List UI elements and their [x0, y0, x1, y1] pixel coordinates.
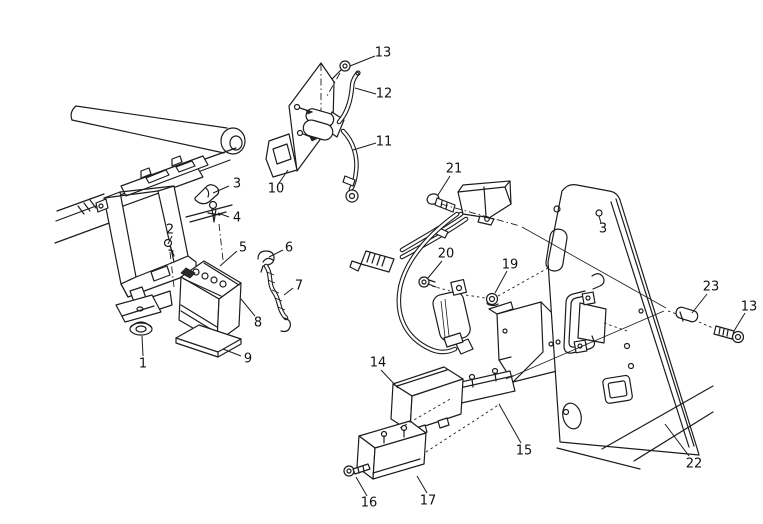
part-label-11-10: 11: [352, 135, 393, 151]
part-label-4-3: 4: [217, 211, 241, 226]
part-label-5-4: 5: [219, 241, 247, 267]
part-number: 14: [370, 356, 387, 371]
part-label-3-2: 3: [212, 177, 241, 194]
part-number: 13: [741, 300, 758, 315]
part-label-14-13: 14: [370, 356, 399, 389]
part-label-10-9: 10: [268, 169, 289, 197]
leader-line: [219, 250, 238, 267]
bolt-part13-right: [713, 325, 745, 344]
hook-part6: [257, 250, 275, 273]
part-label-1-0: 1: [139, 335, 147, 372]
part-label-21-19: 21: [437, 162, 463, 196]
leader-line: [278, 169, 289, 184]
ignition-coil: [432, 278, 471, 348]
leader-line: [268, 249, 284, 258]
flange-nut-part19: [485, 292, 499, 307]
part-label-13-22: 13: [733, 300, 758, 332]
part-label-17-16: 17: [416, 475, 437, 509]
part-number: 3: [599, 222, 607, 237]
part-number: 16: [361, 496, 378, 511]
leader-line: [494, 270, 508, 294]
leader-line: [427, 260, 443, 279]
leader-line: [283, 287, 294, 296]
spacer-part23: [675, 306, 699, 323]
part-label-23-21: 23: [691, 280, 720, 314]
leader-line: [240, 298, 256, 317]
leader-line: [498, 403, 522, 444]
part-label-3-23: 3: [598, 215, 607, 237]
leader-line: [691, 293, 708, 314]
part-number: 19: [502, 258, 519, 273]
part-number: 4: [233, 211, 241, 226]
part-number: 20: [438, 247, 455, 262]
harness-connector: [349, 250, 395, 273]
part-label-6-5: 6: [268, 241, 293, 258]
leader-line: [380, 369, 399, 389]
battery-pad-part9: [175, 324, 242, 358]
part-number: 12: [376, 87, 393, 102]
part-number: 9: [244, 352, 252, 367]
leader-line: [598, 215, 602, 224]
leader-line: [167, 235, 173, 245]
part-label-15-14: 15: [498, 403, 533, 459]
leader-line: [141, 335, 144, 357]
part-label-12-11: 12: [354, 87, 393, 102]
chassis-frame: [54, 105, 246, 244]
wire-part12: [336, 70, 361, 125]
part-number: 2: [166, 223, 174, 238]
part-number: 11: [376, 135, 393, 150]
part-label-7-6: 7: [283, 279, 303, 296]
leader-line: [664, 423, 690, 457]
part-number: 1: [139, 357, 147, 372]
part-label-13-12: 13: [349, 46, 392, 67]
drain-grommet-part1: [129, 321, 153, 336]
leader-line: [354, 87, 377, 95]
leader-line: [416, 475, 428, 494]
part-number: 17: [420, 494, 437, 509]
part-number: 5: [239, 241, 247, 256]
battery-tray-bracket: [95, 185, 197, 323]
part-number: 8: [254, 316, 262, 331]
leader-line: [352, 142, 377, 151]
leader-line: [217, 212, 230, 218]
part-label-9-8: 9: [222, 348, 252, 367]
leader-line: [222, 348, 242, 357]
part-label-19-17: 19: [494, 258, 519, 294]
part-label-16-15: 16: [355, 476, 378, 511]
battery-strap-part7: [262, 257, 291, 333]
part-number: 10: [268, 182, 285, 197]
bolt-part20: [418, 276, 437, 288]
bolt-part16: [343, 463, 371, 477]
assembly-axis-lines: [169, 203, 714, 453]
part-label-8-7: 8: [240, 298, 262, 331]
leader-line: [733, 312, 746, 332]
part-number: 6: [285, 241, 293, 256]
part-number: 15: [516, 444, 533, 459]
part-number: 22: [686, 457, 703, 472]
part-number: 13: [375, 46, 392, 61]
wire-part11: [340, 128, 359, 203]
side-panel-part22: [545, 184, 714, 470]
leader-line: [437, 175, 451, 196]
vent-elbow-part3: [194, 184, 220, 205]
cdi-mount-bracket: [488, 301, 560, 383]
part-label-2-1: 2: [166, 223, 174, 245]
part-label-20-18: 20: [427, 247, 455, 279]
bolt-part21: [426, 193, 456, 213]
leader-line: [349, 55, 376, 67]
part-number: 3: [233, 177, 241, 192]
voltage-regulator: [399, 180, 512, 260]
part-number: 23: [703, 280, 720, 295]
leader-line: [355, 476, 368, 497]
part-number: 7: [295, 279, 303, 294]
part-label-22-20: 22: [664, 423, 703, 472]
screw-part4: [207, 200, 221, 223]
leader-line: [212, 185, 230, 194]
part-number: 21: [446, 162, 463, 177]
